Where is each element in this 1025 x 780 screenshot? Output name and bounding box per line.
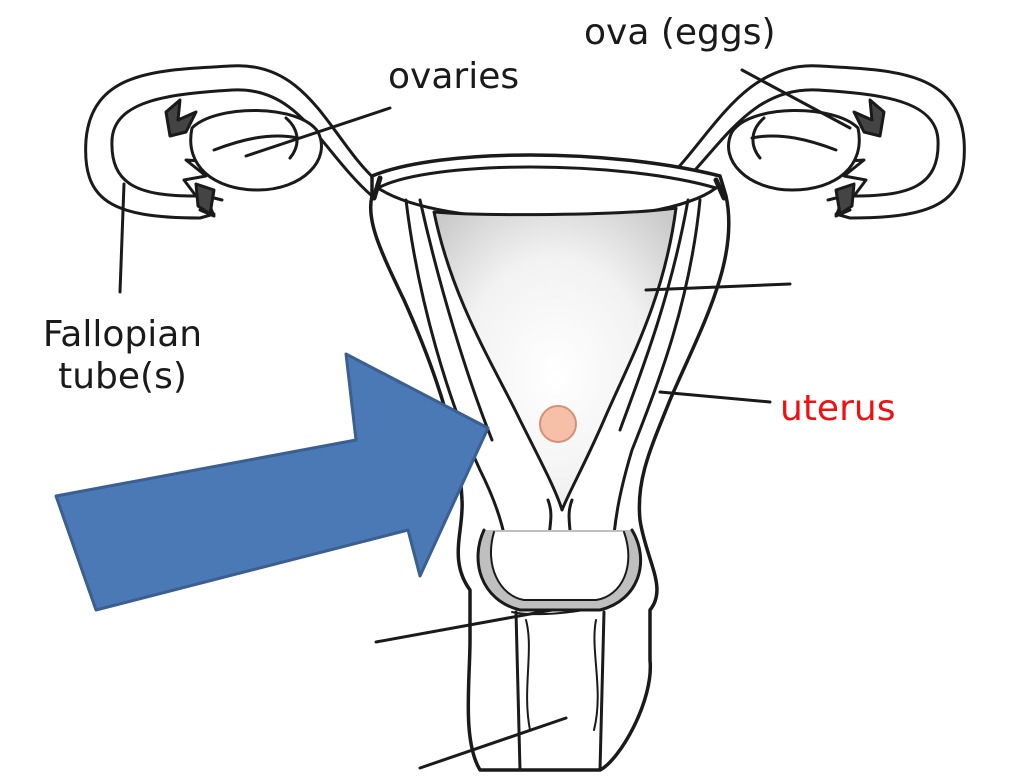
label-uterus: uterus [780,388,895,430]
cervix [478,530,641,614]
label-fallopian-line1: Fallopian [0,314,245,356]
label-ovaries: ovaries [388,56,519,98]
label-fallopian-tubes: Fallopian tube(s) [0,314,245,398]
label-ova: ova (eggs) [584,12,776,54]
left-ovary [191,110,322,190]
leader-uterus [660,392,770,402]
fertilised-egg-icon [540,406,576,442]
label-fallopian-line2: tube(s) [0,356,245,398]
